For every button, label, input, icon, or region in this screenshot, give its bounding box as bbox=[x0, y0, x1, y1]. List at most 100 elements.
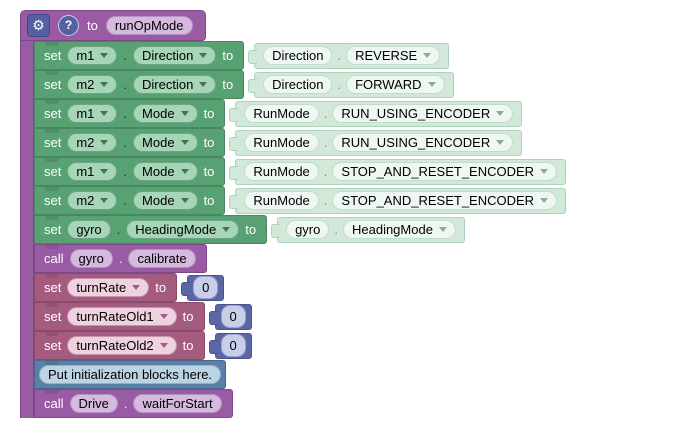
call-method-label: waitForStart bbox=[133, 394, 222, 413]
property-dropdown[interactable]: Mode bbox=[133, 162, 198, 181]
number-field[interactable]: 0 bbox=[193, 276, 219, 299]
comment-text-field[interactable]: Put initialization blocks here. bbox=[39, 365, 222, 384]
function-name-field[interactable]: runOpMode bbox=[105, 16, 193, 35]
enum-option-dropdown[interactable]: HeadingMode bbox=[342, 220, 456, 239]
keyword-to: to bbox=[182, 338, 194, 353]
keyword-to: to bbox=[155, 280, 167, 295]
device-label: m2 bbox=[76, 135, 95, 150]
set-property-block[interactable]: set m2 . Mode to bbox=[34, 186, 226, 215]
set-property-block[interactable]: set gyro . HeadingMode to bbox=[34, 215, 268, 244]
enum-type-label: Direction bbox=[263, 46, 333, 65]
variable-dropdown[interactable]: turnRateOld1 bbox=[67, 307, 177, 326]
dropdown-arrow-icon bbox=[199, 82, 208, 87]
function-block-header[interactable]: ⚙ ? to runOpMode bbox=[20, 10, 206, 41]
keyword-to: to bbox=[222, 77, 234, 92]
statement-row: call gyro . calibrate bbox=[34, 244, 207, 273]
property-dropdown[interactable]: Direction bbox=[133, 75, 217, 94]
enum-value-block[interactable]: RunMode . RUN_USING_ENCODER bbox=[229, 129, 523, 156]
enum-option-dropdown[interactable]: RUN_USING_ENCODER bbox=[332, 104, 514, 123]
enum-type-label: RunMode bbox=[244, 133, 319, 152]
enum-option-label: REVERSE bbox=[355, 48, 418, 63]
dot-label: . bbox=[123, 135, 128, 150]
enum-option-dropdown[interactable]: FORWARD bbox=[346, 75, 445, 94]
dropdown-arrow-icon bbox=[132, 285, 141, 290]
keyword-call: call bbox=[44, 396, 64, 411]
enum-option-label: STOP_AND_RESET_ENCODER bbox=[341, 164, 535, 179]
dropdown-arrow-icon bbox=[159, 343, 168, 348]
enum-value-block[interactable]: RunMode . STOP_AND_RESET_ENCODER bbox=[229, 187, 567, 214]
set-property-block[interactable]: set m1 . Mode to bbox=[34, 99, 226, 128]
help-icon[interactable]: ? bbox=[58, 15, 79, 36]
enum-type-label: Direction bbox=[263, 75, 333, 94]
set-property-block[interactable]: set m1 . Mode to bbox=[34, 157, 226, 186]
enum-value-block[interactable]: Direction . REVERSE bbox=[248, 42, 450, 69]
enum-option-dropdown[interactable]: STOP_AND_RESET_ENCODER bbox=[332, 162, 558, 181]
runopmode-function-block[interactable]: ⚙ ? to runOpMode set m1 . Direction to bbox=[20, 10, 567, 418]
property-value-block[interactable]: gyro . HeadingMode bbox=[271, 216, 465, 243]
set-variable-block[interactable]: set turnRateOld1 to bbox=[34, 302, 205, 331]
number-value-block[interactable]: 0 bbox=[208, 332, 252, 359]
set-property-block[interactable]: set m2 . Direction to bbox=[34, 70, 245, 99]
keyword-set: set bbox=[44, 164, 62, 179]
property-dropdown[interactable]: Mode bbox=[133, 104, 198, 123]
dot-label: . bbox=[118, 251, 123, 266]
dropdown-arrow-icon bbox=[180, 198, 189, 203]
dropdown-arrow-icon bbox=[540, 198, 549, 203]
enum-option-label: STOP_AND_RESET_ENCODER bbox=[341, 193, 535, 208]
keyword-set: set bbox=[44, 48, 62, 63]
statement-row: set turnRateOld1 to 0 bbox=[34, 302, 252, 331]
enum-option-dropdown[interactable]: STOP_AND_RESET_ENCODER bbox=[332, 191, 558, 210]
enum-option-dropdown[interactable]: REVERSE bbox=[346, 46, 441, 65]
dot-label: . bbox=[323, 193, 328, 208]
property-dropdown[interactable]: Mode bbox=[133, 133, 198, 152]
function-block-spine[interactable] bbox=[20, 40, 34, 418]
dropdown-arrow-icon bbox=[159, 314, 168, 319]
variable-dropdown[interactable]: turnRateOld2 bbox=[67, 336, 177, 355]
variable-dropdown[interactable]: turnRate bbox=[67, 278, 150, 297]
dot-label: . bbox=[123, 164, 128, 179]
set-property-block[interactable]: set m2 . Mode to bbox=[34, 128, 226, 157]
device-label-field: gyro bbox=[286, 220, 330, 239]
comment-block[interactable]: Put initialization blocks here. bbox=[34, 360, 227, 389]
property-label: Direction bbox=[142, 48, 194, 63]
dot-label: . bbox=[123, 396, 128, 411]
number-field[interactable]: 0 bbox=[220, 305, 246, 328]
call-method-block[interactable]: call gyro . calibrate bbox=[34, 244, 207, 273]
enum-type-label: RunMode bbox=[244, 162, 319, 181]
set-variable-block[interactable]: set turnRate to bbox=[34, 273, 178, 302]
mutator-gear-icon[interactable]: ⚙ bbox=[27, 14, 50, 37]
number-value-block[interactable]: 0 bbox=[181, 274, 225, 301]
enum-value-block[interactable]: Direction . FORWARD bbox=[248, 71, 454, 98]
enum-type-label: RunMode bbox=[244, 104, 319, 123]
enum-value-block[interactable]: RunMode . STOP_AND_RESET_ENCODER bbox=[229, 158, 567, 185]
enum-option-dropdown[interactable]: RUN_USING_ENCODER bbox=[332, 133, 514, 152]
device-dropdown[interactable]: m1 bbox=[67, 104, 118, 123]
dropdown-arrow-icon bbox=[100, 53, 109, 58]
variable-label: turnRateOld2 bbox=[76, 338, 154, 353]
keyword-set: set bbox=[44, 338, 62, 353]
property-dropdown[interactable]: HeadingMode bbox=[126, 220, 240, 239]
device-dropdown[interactable]: m2 bbox=[67, 75, 118, 94]
device-dropdown[interactable]: m1 bbox=[67, 46, 118, 65]
statement-row: set turnRate to 0 bbox=[34, 273, 225, 302]
call-method-block[interactable]: call Drive . waitForStart bbox=[34, 389, 233, 418]
device-dropdown[interactable]: m1 bbox=[67, 162, 118, 181]
keyword-set: set bbox=[44, 222, 62, 237]
device-dropdown[interactable]: m2 bbox=[67, 191, 118, 210]
device-dropdown[interactable]: m2 bbox=[67, 133, 118, 152]
dropdown-arrow-icon bbox=[496, 140, 505, 145]
dropdown-arrow-icon bbox=[180, 169, 189, 174]
statement-row: call Drive . waitForStart bbox=[34, 389, 233, 418]
dropdown-arrow-icon bbox=[100, 82, 109, 87]
enum-type-label: RunMode bbox=[244, 191, 319, 210]
number-value-block[interactable]: 0 bbox=[208, 303, 252, 330]
set-property-block[interactable]: set m1 . Direction to bbox=[34, 41, 245, 70]
enum-option-label: FORWARD bbox=[355, 77, 422, 92]
set-variable-block[interactable]: set turnRateOld2 to bbox=[34, 331, 205, 360]
enum-value-block[interactable]: RunMode . RUN_USING_ENCODER bbox=[229, 100, 523, 127]
property-dropdown[interactable]: Mode bbox=[133, 191, 198, 210]
number-field[interactable]: 0 bbox=[220, 334, 246, 357]
property-dropdown[interactable]: Direction bbox=[133, 46, 217, 65]
device-label-field: gyro bbox=[67, 220, 111, 239]
